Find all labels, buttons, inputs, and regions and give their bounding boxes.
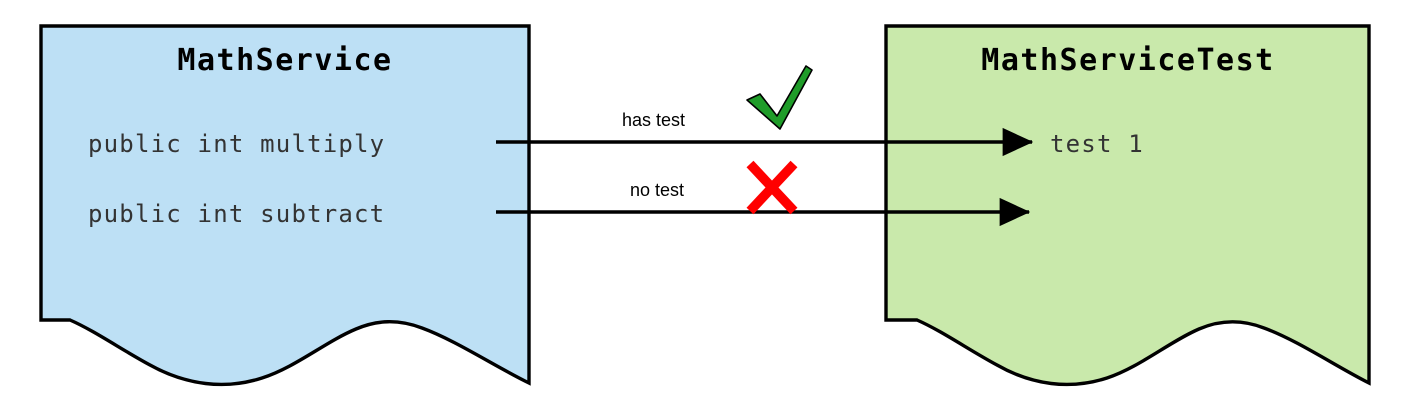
check-mark-icon: [746, 65, 813, 130]
note-title-math-service-test: MathServiceTest: [981, 43, 1274, 78]
connection-subtract-uncovered[interactable]: no test: [496, 160, 1031, 227]
cross-mark-icon: [746, 160, 798, 215]
connector-label-has-test: has test: [622, 110, 685, 130]
note-shape-math-service: [39, 24, 531, 387]
connector-label-no-test: no test: [630, 180, 684, 200]
note-math-service-test[interactable]: MathServiceTest test 1: [884, 24, 1371, 387]
connection-multiply-to-test1[interactable]: has test: [496, 65, 1034, 157]
note-math-service[interactable]: MathService public int multiply public i…: [39, 24, 531, 387]
note-member-multiply[interactable]: public int multiply: [88, 130, 385, 158]
note-member-subtract[interactable]: public int subtract: [88, 200, 385, 228]
note-member-test-1[interactable]: test 1: [1050, 130, 1144, 158]
note-shape-math-service-test: [884, 24, 1371, 387]
note-title-math-service: MathService: [177, 43, 392, 78]
